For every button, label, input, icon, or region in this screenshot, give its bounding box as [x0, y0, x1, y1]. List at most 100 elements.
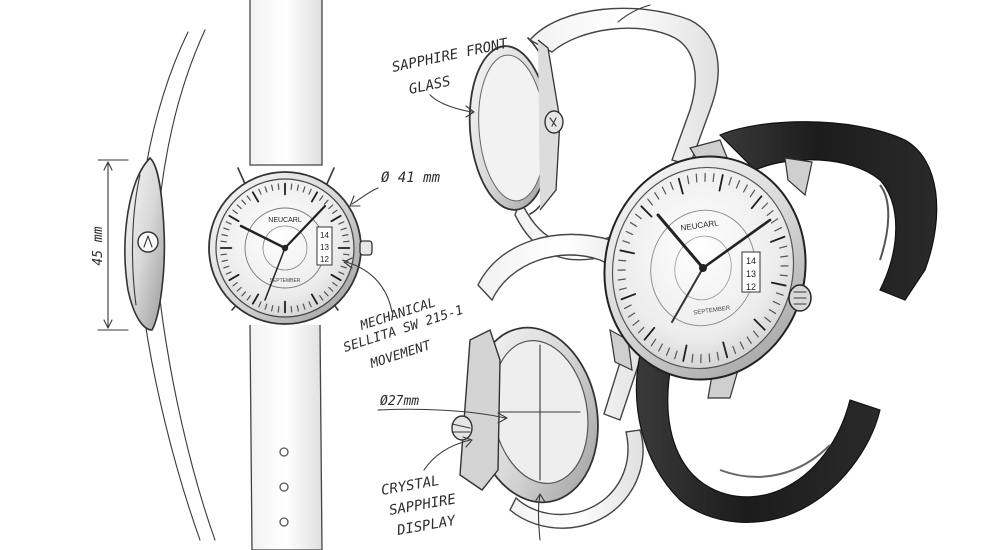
height-label: 45 mm — [91, 226, 106, 265]
dial-tick — [629, 221, 638, 227]
dial-tick — [625, 230, 634, 236]
dial-tick — [330, 214, 342, 223]
dial-tick — [338, 271, 345, 275]
dial-tick — [251, 191, 260, 203]
dial-tick — [319, 195, 324, 201]
dial-tick — [772, 300, 781, 306]
dial-tick — [632, 319, 640, 326]
dial-tick — [332, 209, 338, 214]
dial-tick — [617, 278, 626, 281]
dial-tick — [750, 195, 763, 210]
dial-tick — [308, 188, 312, 195]
dial-tick — [658, 343, 663, 352]
rendered-watch — [603, 121, 938, 523]
dial-tick — [225, 221, 232, 225]
dial-tick — [732, 345, 737, 355]
dial-tick — [665, 347, 671, 356]
dial-tick — [749, 189, 756, 198]
dial-tick — [220, 240, 227, 243]
dial-tick — [308, 301, 312, 308]
dial-tick — [340, 227, 347, 231]
dial-tick — [228, 273, 240, 282]
dial-tick — [302, 303, 306, 310]
side-profile-view — [97, 29, 216, 541]
dial-tick — [302, 186, 306, 193]
dial-tick — [682, 344, 688, 362]
dial-tick — [674, 350, 678, 360]
dial-tick — [623, 304, 632, 310]
dial-tick — [753, 318, 766, 331]
right-date-1: 14 — [746, 256, 756, 266]
sapphire-front-glass-line2: GLASS — [408, 73, 453, 97]
dial-tick — [310, 191, 319, 203]
front-date-3: 12 — [320, 255, 329, 264]
dial-tick — [761, 202, 769, 210]
dial-tick — [643, 326, 656, 341]
dial-tick — [775, 292, 784, 296]
dial-tick — [661, 186, 667, 195]
dial-tick — [669, 181, 674, 191]
dial-tick — [264, 186, 268, 193]
dial-tick — [332, 282, 338, 287]
dial-tick — [220, 253, 227, 256]
dial-tick — [338, 221, 345, 225]
dial-tick — [722, 341, 729, 359]
back-diameter-label: Ø27mm — [380, 394, 419, 409]
dial-tick — [232, 282, 238, 287]
dial-tick — [768, 309, 777, 315]
top-side-watch — [468, 7, 719, 261]
dial-tick — [764, 316, 772, 323]
dial-tick — [654, 192, 660, 200]
dial-tick — [223, 227, 230, 231]
crystal-display-line3: DISPLAY — [395, 513, 458, 539]
dial-tick — [225, 271, 232, 275]
dial-tick — [708, 353, 711, 363]
dial-tick — [753, 330, 759, 338]
front-dial-word: SEPTEMBER — [270, 278, 301, 284]
dial-tick — [746, 336, 752, 344]
dial-tick — [330, 273, 342, 282]
dial-tick — [622, 240, 631, 244]
dial-tick — [677, 177, 684, 195]
dial-tick — [695, 173, 698, 183]
right-dial-word: SEPTEMBER — [693, 305, 731, 316]
dial-tick — [296, 184, 299, 191]
dial-tick — [277, 183, 280, 190]
dial-tick — [264, 303, 268, 310]
dial-tick — [246, 195, 251, 201]
dial-tick — [258, 188, 262, 195]
dial-tick — [340, 265, 347, 269]
leader-lines — [343, 4, 651, 541]
dial-tick — [766, 210, 774, 217]
back-view-watch — [451, 233, 651, 529]
dial-tick — [770, 281, 787, 287]
dial-tick — [232, 209, 238, 214]
dial-tick — [236, 204, 242, 210]
dial-tick — [778, 245, 788, 249]
right-date-2: 13 — [746, 269, 756, 279]
dial-tick — [323, 199, 329, 205]
dial-tick — [277, 306, 280, 313]
dial-tick — [251, 293, 260, 305]
dial-tick — [290, 306, 293, 313]
dial-tick — [619, 249, 636, 255]
dial-tick — [221, 234, 228, 237]
dial-tick — [328, 286, 334, 292]
dial-tick — [241, 291, 247, 297]
dial-tick — [769, 235, 786, 243]
front-view-watch — [208, 0, 373, 550]
dial-tick — [296, 305, 299, 312]
dial-tick — [342, 234, 349, 237]
dial-tick — [716, 351, 720, 361]
dial-tick — [343, 253, 350, 256]
dial-tick — [728, 176, 732, 186]
dial-tick — [735, 180, 741, 189]
dial-tick — [691, 353, 694, 363]
dial-tick — [290, 183, 293, 190]
dial-tick — [221, 259, 228, 262]
dial-tick — [780, 255, 789, 258]
dial-tick — [739, 341, 745, 350]
dial-tick — [310, 293, 319, 305]
dial-tick — [328, 204, 334, 210]
